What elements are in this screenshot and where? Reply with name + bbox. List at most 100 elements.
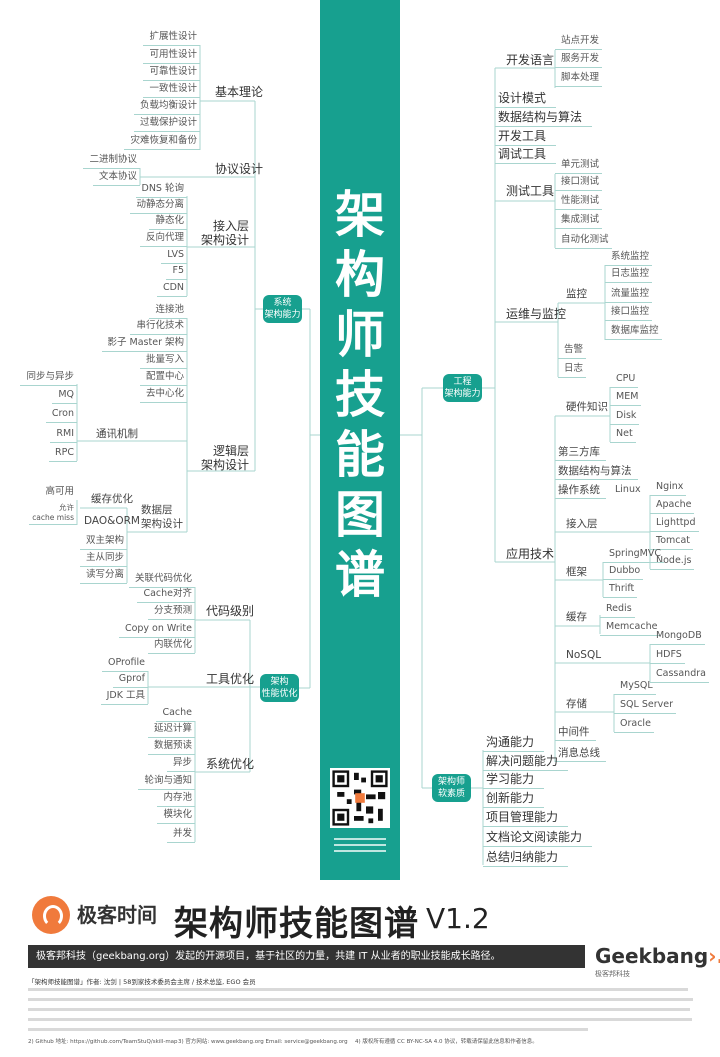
leaf-node: 关联代码优化 xyxy=(128,572,195,588)
leaf-node: 集成测试 xyxy=(555,213,603,229)
leaf-node: 存储 xyxy=(566,698,587,710)
fine-print-line xyxy=(28,1018,692,1021)
leaf-node: 通讯机制 xyxy=(96,428,138,440)
leaf-node: Dubbo xyxy=(603,564,644,580)
leaf-node: Cassandra xyxy=(650,667,709,683)
leaf-node: 日志监控 xyxy=(605,267,653,283)
website-contact[interactable]: 3) 官方网站: www.geekbang.org Email: service… xyxy=(178,1039,348,1045)
leaf-node: 服务开发 xyxy=(555,52,603,68)
leaf-node: Cron xyxy=(45,407,77,423)
leaf-node: 同步与异步 xyxy=(20,370,77,386)
leaf-node: Tomcat xyxy=(650,534,694,550)
qr-code xyxy=(330,768,390,828)
leaf-node: 延迟计算 xyxy=(147,722,195,738)
poster-title: 架构师技能图谱 xyxy=(174,904,419,944)
leaf-node: 连接池 xyxy=(149,303,187,319)
geekbang-sub: 极客邦科技 xyxy=(595,970,630,978)
branch-label: 协议设计 xyxy=(215,162,264,176)
fine-print-line xyxy=(28,998,693,1001)
leaf-node: 模块化 xyxy=(157,808,195,824)
vertical-title: 架 构 师 技 能 图 谱 xyxy=(335,186,385,604)
branch-label: 逻辑层 架构设计 xyxy=(200,444,249,472)
branch-box: 架构 性能优化 xyxy=(260,674,299,702)
leaf-node: Linux xyxy=(615,484,641,495)
leaf-node: 影子 Master 架构 xyxy=(101,336,187,352)
branch-label: 文档论文阅读能力 xyxy=(483,830,593,847)
leaf-node: 轮询与通知 xyxy=(138,774,195,790)
leaf-node: 消息总线 xyxy=(555,746,606,762)
leaf-node: 接入层 xyxy=(566,518,598,530)
branch-label: 数据结构与算法 xyxy=(495,110,593,127)
leaf-node: 中间件 xyxy=(555,725,596,741)
leaf-node: SpringMVC xyxy=(603,547,664,563)
leaf-node: MQ xyxy=(52,388,77,404)
leaf-node: 数据库监控 xyxy=(605,324,662,340)
leaf-node: 自动化测试 xyxy=(555,233,612,249)
leaf-node: Nginx xyxy=(650,480,687,496)
branch-label: 代码级别 xyxy=(206,604,255,618)
branch-label: 工具优化 xyxy=(206,672,255,686)
leaf-node: MongoDB xyxy=(650,629,705,645)
leaf-node: Disk xyxy=(610,409,640,425)
leaf-node: Gprof xyxy=(112,672,148,688)
branch-label: 创新能力 xyxy=(483,791,545,808)
leaf-node: DNS 轮询 xyxy=(135,182,187,198)
leaf-node: Redis xyxy=(600,602,635,618)
version-label: V1.2 xyxy=(426,902,490,935)
leaf-node: 分支预测 xyxy=(147,604,195,620)
leaf-node: 扩展性设计 xyxy=(143,30,200,46)
leaf-node: Net xyxy=(610,427,636,443)
leaf-node: Lighttpd xyxy=(650,516,699,532)
leaf-node: 动静态分离 xyxy=(130,198,187,214)
leaf-node: Cache对齐 xyxy=(137,587,195,603)
leaf-node: RPC xyxy=(49,446,77,462)
github-link[interactable]: 2) Github 地址: https://github.com/TeamStu… xyxy=(28,1039,178,1045)
fine-print-line xyxy=(28,988,688,991)
branch-box: 工程 架构能力 xyxy=(443,374,482,402)
leaf-node: 第三方库 xyxy=(555,445,606,461)
leaf-node: 双主架构 xyxy=(79,534,127,550)
leaf-node: JDK 工具 xyxy=(100,689,148,705)
leaf-node: 流量监控 xyxy=(605,287,653,303)
leaf-node: OProfile xyxy=(101,656,148,672)
leaf-node: 一致性设计 xyxy=(143,82,200,98)
leaf-node: 串行化技术 xyxy=(130,319,187,335)
branch-label: 调试工具 xyxy=(495,147,557,164)
branch-label: 沟通能力 xyxy=(483,735,545,752)
leaf-node: 监控 xyxy=(566,288,587,300)
leaf-node: Thrift xyxy=(603,582,638,598)
leaf-node: 内存池 xyxy=(157,791,195,807)
leaf-node: CDN xyxy=(156,281,187,297)
leaf-node: 脚本处理 xyxy=(555,71,603,87)
branch-label: 运维与监控 xyxy=(506,307,567,321)
qr-caption xyxy=(332,834,388,856)
leaf-node: Cache xyxy=(156,706,195,722)
branch-label: 系统优化 xyxy=(206,757,255,771)
branch-label: 总结归纳能力 xyxy=(483,850,569,867)
leaf-node: 可靠性设计 xyxy=(143,65,200,81)
branch-label: 基本理论 xyxy=(215,85,264,99)
branch-label: 开发语言 xyxy=(506,53,555,67)
leaf-node: 允许 cache miss xyxy=(29,503,77,525)
leaf-node: 站点开发 xyxy=(555,34,603,50)
branch-label: 学习能力 xyxy=(483,772,545,789)
leaf-node: Oracle xyxy=(614,717,654,733)
leaf-node: RMI xyxy=(50,427,77,443)
brand-name: 极客时间 xyxy=(77,903,157,927)
leaf-node: LVS xyxy=(161,248,187,264)
author-credit: 「架构师技能图谱」作者: 沈剑 | 58到家技术委员会主席 / 技术总监, EG… xyxy=(28,978,256,986)
branch-label: 开发工具 xyxy=(495,129,557,146)
leaf-node: 数据预读 xyxy=(147,739,195,755)
geekbang-logo-text: Geekbang xyxy=(595,944,709,968)
banner-bar: 极客邦科技（geekbang.org）发起的开源项目，基于社区的力量，共建 IT… xyxy=(28,945,585,968)
leaf-node: Apache xyxy=(650,498,695,514)
chevron-icon: ›. xyxy=(708,944,720,968)
leaf-node: 系统监控 xyxy=(605,250,653,266)
geekbang-logo: Geekbang›. xyxy=(595,944,720,968)
leaf-node: Node.js xyxy=(650,554,695,570)
leaf-node: F5 xyxy=(166,264,187,280)
leaf-node: 异步 xyxy=(166,756,195,772)
leaf-node: 数据层 架构设计 xyxy=(141,504,183,530)
leaf-node: 配置中心 xyxy=(139,370,187,386)
branch-box: 系统 架构能力 xyxy=(263,295,302,323)
